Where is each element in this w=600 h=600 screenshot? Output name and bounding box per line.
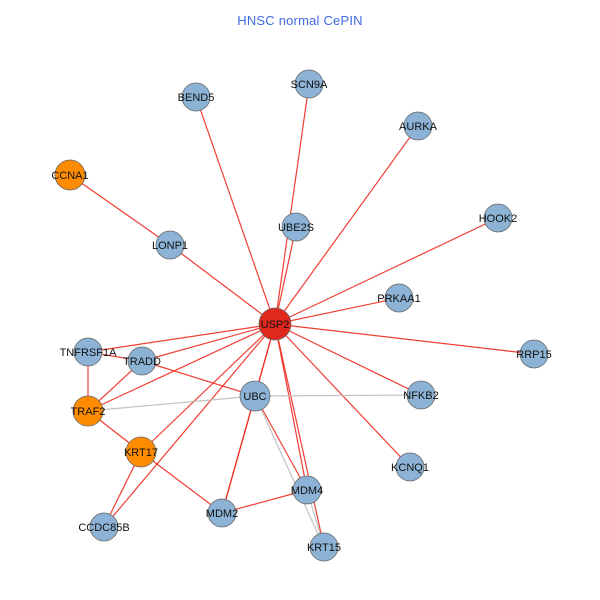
node-group-KRT17: KRT17 xyxy=(124,436,158,468)
edge-USP2-CCDC85B xyxy=(103,323,276,528)
edge-TRAF2-UBC xyxy=(87,395,256,412)
edge-CCNA1-LONP1 xyxy=(69,174,171,246)
node-USP2[interactable] xyxy=(258,307,292,341)
node-KRT17[interactable] xyxy=(125,436,157,468)
edge-USP2-UBE2S xyxy=(274,226,297,325)
node-group-CCDC85B: CCDC85B xyxy=(78,512,130,542)
node-TNFRSF1A[interactable] xyxy=(73,337,103,367)
edge-UBC-KRT15 xyxy=(254,395,325,548)
edge-UBC-NFKB2 xyxy=(254,394,422,397)
edge-USP2-TRADD xyxy=(141,323,276,362)
node-CCDC85B[interactable] xyxy=(89,512,119,542)
node-group-RRP15: RRP15 xyxy=(516,339,552,369)
edge-USP2-TNFRSF1A xyxy=(87,323,276,353)
node-KRT15[interactable] xyxy=(309,532,339,562)
edge-UBC-MDM2 xyxy=(221,395,256,514)
node-PRKAA1[interactable] xyxy=(384,283,414,313)
chart-title: HNSC normal CePIN xyxy=(237,13,363,28)
node-group-TRADD: TRADD xyxy=(123,346,161,376)
node-group-MDM2: MDM2 xyxy=(206,498,238,528)
node-KCNQ1[interactable] xyxy=(395,452,425,482)
node-group-BEND5: BEND5 xyxy=(178,82,214,112)
edge-USP2-AURKA xyxy=(274,125,419,325)
node-group-SCN9A: SCN9A xyxy=(291,69,328,99)
edge-USP2-BEND5 xyxy=(195,96,276,325)
node-MDM2[interactable] xyxy=(207,498,237,528)
edge-USP2-HOOK2 xyxy=(274,217,499,325)
node-LONP1[interactable] xyxy=(155,230,185,260)
edge-USP2-SCN9A xyxy=(274,83,310,325)
node-group-NFKB2: NFKB2 xyxy=(403,380,439,410)
node-group-KRT15: KRT15 xyxy=(307,532,341,562)
edge-MDM2-MDM4 xyxy=(221,489,308,514)
edge-USP2-KRT17 xyxy=(140,323,276,453)
node-SCN9A[interactable] xyxy=(294,69,324,99)
node-BEND5[interactable] xyxy=(181,82,211,112)
node-group-CCNA1: CCNA1 xyxy=(51,159,89,191)
node-NFKB2[interactable] xyxy=(406,380,436,410)
node-TRADD[interactable] xyxy=(127,346,157,376)
node-RRP15[interactable] xyxy=(519,339,549,369)
edge-USP2-MDM4 xyxy=(274,323,308,491)
edge-UBC-MDM4 xyxy=(254,395,308,491)
node-UBC[interactable] xyxy=(239,380,271,412)
edge-USP2-PRKAA1 xyxy=(274,297,400,325)
node-group-UBE2S: UBE2S xyxy=(278,212,314,242)
edge-USP2-TRAF2 xyxy=(87,323,276,412)
edge-USP2-KRT15 xyxy=(274,323,325,548)
node-TRAF2[interactable] xyxy=(72,395,104,427)
node-UBE2S[interactable] xyxy=(281,212,311,242)
edge-USP2-NFKB2 xyxy=(274,323,422,396)
node-group-PRKAA1: PRKAA1 xyxy=(377,283,421,313)
edge-KRT17-MDM2 xyxy=(140,451,223,514)
node-group-TNFRSF1A: TNFRSF1A xyxy=(60,337,117,367)
node-AURKA[interactable] xyxy=(403,111,433,141)
edge-USP2-LONP1 xyxy=(169,244,276,325)
node-group-UBC: UBC xyxy=(239,380,271,412)
node-CCNA1[interactable] xyxy=(54,159,86,191)
node-group-USP2: USP2 xyxy=(258,307,292,341)
node-group-MDM4: MDM4 xyxy=(291,475,323,505)
node-HOOK2[interactable] xyxy=(483,203,513,233)
node-group-HOOK2: HOOK2 xyxy=(479,203,517,233)
edge-USP2-RRP15 xyxy=(274,323,535,355)
edge-TRADD-UBC xyxy=(141,360,256,397)
node-group-AURKA: AURKA xyxy=(399,111,438,141)
node-MDM4[interactable] xyxy=(292,475,322,505)
node-group-KCNQ1: KCNQ1 xyxy=(391,452,429,482)
